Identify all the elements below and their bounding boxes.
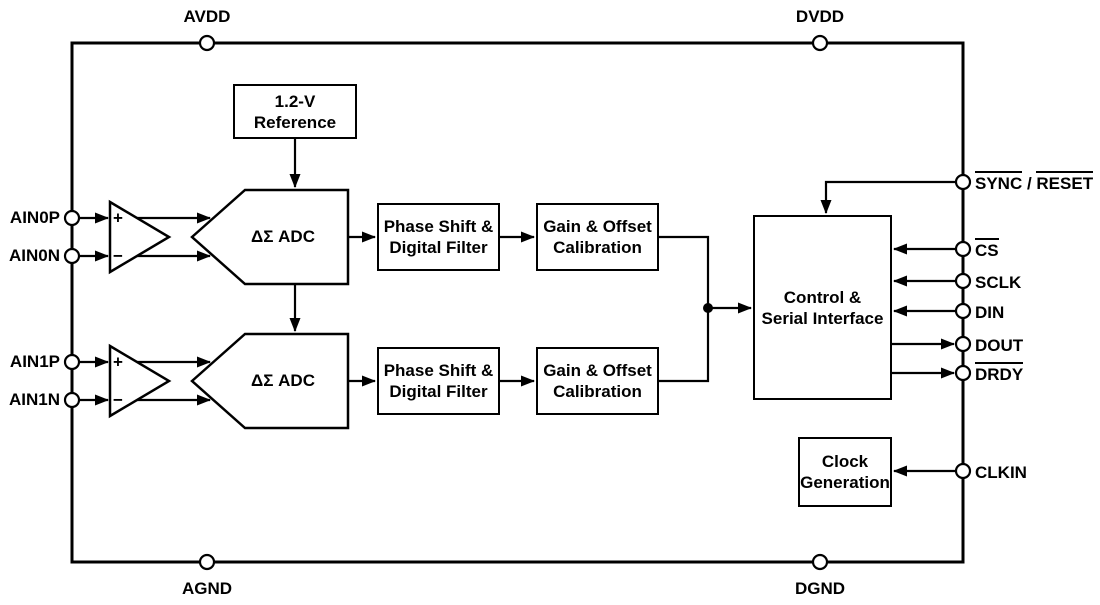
adc-ch1-label: ΔΣ ADC [251, 371, 315, 390]
pin-label-dvdd: DVDD [795, 7, 845, 26]
sync-label: SYNC [975, 171, 1023, 193]
pin-label-sclk: SCLK [975, 270, 1021, 292]
junction-dot [703, 303, 713, 313]
block-gain-cal-ch0-label: Gain & Offset Calibration [543, 217, 652, 257]
pin-label-ain0p: AIN0P [9, 208, 60, 227]
reset-label: RESET [1036, 171, 1094, 193]
dout-label: DOUT [975, 336, 1024, 355]
pin-label-clkin: CLKIN [975, 460, 1027, 482]
pin-sclk-circle [954, 272, 972, 290]
pin-ain1n-circle [63, 391, 81, 409]
block-clock-label: Clock Generation [800, 452, 890, 492]
pin-label-din: DIN [975, 300, 1004, 322]
pin-drdy-circle [954, 364, 972, 382]
pin-label-dgnd: DGND [794, 579, 846, 598]
pin-sync-reset-circle [954, 173, 972, 191]
pin-avdd-circle [198, 34, 216, 52]
block-phase-filter-ch0: Phase Shift & Digital Filter [377, 203, 500, 271]
adc-shape-ch1 [190, 332, 350, 430]
block-reference: 1.2-V Reference [233, 84, 357, 139]
pin-label-ain1p: AIN1P [9, 352, 60, 371]
pin-ain1p-circle [63, 353, 81, 371]
pin-label-cs: CS [975, 238, 999, 260]
wire-cal-merge [659, 235, 710, 383]
pin-label-drdy: DRDY [975, 362, 1024, 384]
pin-label-ain1n: AIN1N [8, 390, 60, 409]
amp-ch0-minus-sign: − [113, 246, 123, 266]
drdy-label: DRDY [975, 362, 1024, 384]
block-control-label: Control & Serial Interface [761, 287, 884, 328]
block-clock-generation: Clock Generation [798, 437, 892, 507]
pin-dvdd-circle [811, 34, 829, 52]
din-label: DIN [975, 303, 1005, 322]
pin-label-agnd: AGND [181, 579, 233, 598]
block-gain-cal-ch0: Gain & Offset Calibration [536, 203, 659, 271]
block-phase-filter-ch1-label: Phase Shift & Digital Filter [383, 361, 494, 401]
sync-reset-separator: / [1022, 174, 1037, 193]
pin-cs-circle [954, 240, 972, 258]
pin-label-avdd: AVDD [183, 7, 231, 26]
pin-dgnd-circle [811, 553, 829, 571]
pin-din-circle [954, 302, 972, 320]
wire-sync-to-control [820, 180, 956, 214]
block-control-serial-interface: Control & Serial Interface [753, 215, 892, 400]
pin-ain0p-circle [63, 209, 81, 227]
adc-ch0-label: ΔΣ ADC [251, 227, 315, 246]
amp-ch1-plus-sign: + [113, 352, 123, 372]
block-phase-filter-ch1: Phase Shift & Digital Filter [377, 347, 500, 415]
pin-agnd-circle [198, 553, 216, 571]
block-phase-filter-ch0-label: Phase Shift & Digital Filter [383, 217, 494, 257]
pin-label-sync-reset: SYNC / RESET [975, 171, 1094, 193]
pin-clkin-circle [954, 462, 972, 480]
pin-label-ain0n: AIN0N [8, 246, 60, 265]
block-gain-cal-ch1: Gain & Offset Calibration [536, 347, 659, 415]
amp-ch1-minus-sign: − [113, 390, 123, 410]
sclk-label: SCLK [975, 273, 1022, 292]
amplifier-ch0 [108, 199, 172, 275]
amp-ch0-plus-sign: + [113, 208, 123, 228]
block-reference-label: 1.2-V Reference [253, 91, 337, 132]
chip-boundary [70, 41, 965, 564]
block-gain-cal-ch1-label: Gain & Offset Calibration [543, 361, 652, 401]
clkin-label: CLKIN [975, 463, 1027, 482]
cs-label: CS [975, 238, 999, 260]
pin-dout-circle [954, 335, 972, 353]
pin-ain0n-circle [63, 247, 81, 265]
amplifier-ch1 [108, 343, 172, 419]
pin-label-dout: DOUT [975, 333, 1023, 355]
adc-shape-ch0 [190, 188, 350, 286]
